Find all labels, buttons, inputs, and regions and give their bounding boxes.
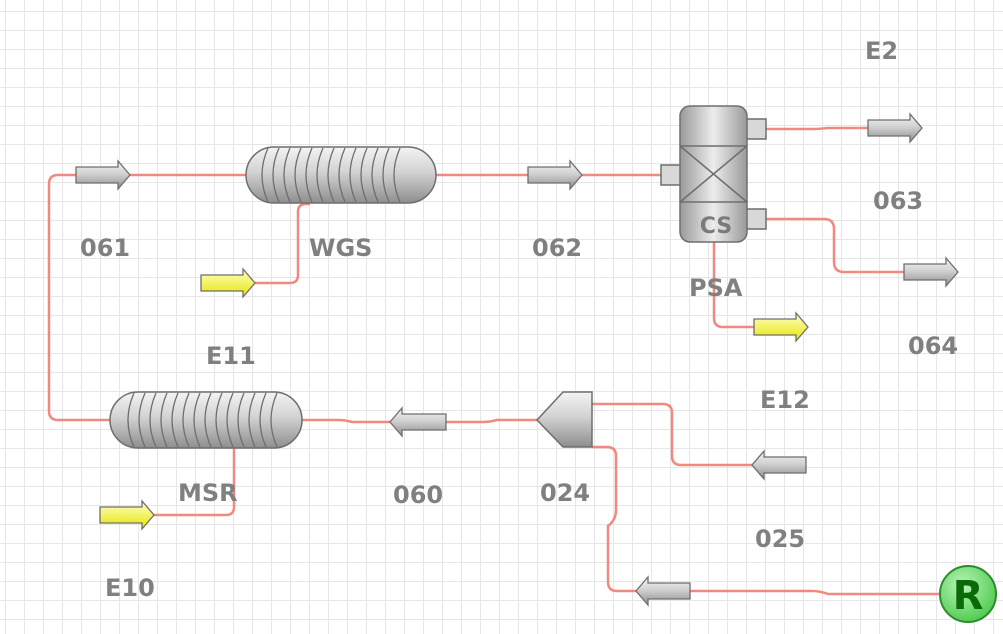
pipe-025-splitter[interactable] [592,402,752,467]
label-025: 025 [755,525,805,553]
label-e11: E11 [206,342,256,370]
label-060: 060 [393,481,443,509]
psa-separator[interactable]: CS [660,105,767,243]
pipe-recycle-splitter[interactable] [592,445,690,593]
energy-arrows [99,267,809,531]
stream-arrow-064[interactable] [903,256,959,288]
label-064: 064 [908,332,958,360]
msr-exchanger[interactable] [109,391,303,449]
stream-arrow-061[interactable] [75,159,131,191]
wgs-exchanger[interactable] [245,146,437,204]
psa-tag-label: CS [700,214,732,239]
label-e10: E10 [105,574,155,602]
recycle-label: R [953,573,984,619]
energy-arrow-e12[interactable] [753,311,809,343]
pipe-e11-wgs[interactable] [255,202,310,285]
label-024: 024 [540,479,590,507]
label-061: 061 [80,234,130,262]
pipe-msr-061[interactable] [47,173,112,422]
recycle-block[interactable]: R [939,565,997,623]
splitter-024[interactable] [535,391,593,448]
labels: 061 WGS 062 E2 063 PSA 064 E11 E12 MSR 0… [80,37,958,602]
label-e2: E2 [865,37,898,65]
stream-arrow-025[interactable] [751,449,807,481]
label-e12: E12 [760,386,810,414]
stream-arrows [75,112,959,607]
stream-arrow-062[interactable] [527,159,583,191]
energy-arrow-e11[interactable] [200,267,256,299]
stream-arrow-060[interactable] [389,406,447,438]
pipe-e10-msr[interactable] [154,448,236,517]
pipe-psa-064[interactable] [766,217,904,274]
label-062: 062 [532,234,582,262]
pipe-r-recycle[interactable] [690,589,940,596]
pipes [47,126,940,596]
stream-arrow-063[interactable] [867,112,923,144]
label-063: 063 [873,187,923,215]
energy-arrow-e10[interactable] [99,499,155,531]
pipe-psa-063[interactable] [766,126,868,131]
pipe-psa-e12[interactable] [712,242,754,329]
label-wgs: WGS [309,234,372,262]
pipe-splitter-060[interactable] [446,418,537,424]
label-psa: PSA [689,274,743,302]
stream-arrow-recycle[interactable] [635,575,691,607]
pipe-060-msr[interactable] [302,418,390,424]
label-msr: MSR [178,479,238,507]
